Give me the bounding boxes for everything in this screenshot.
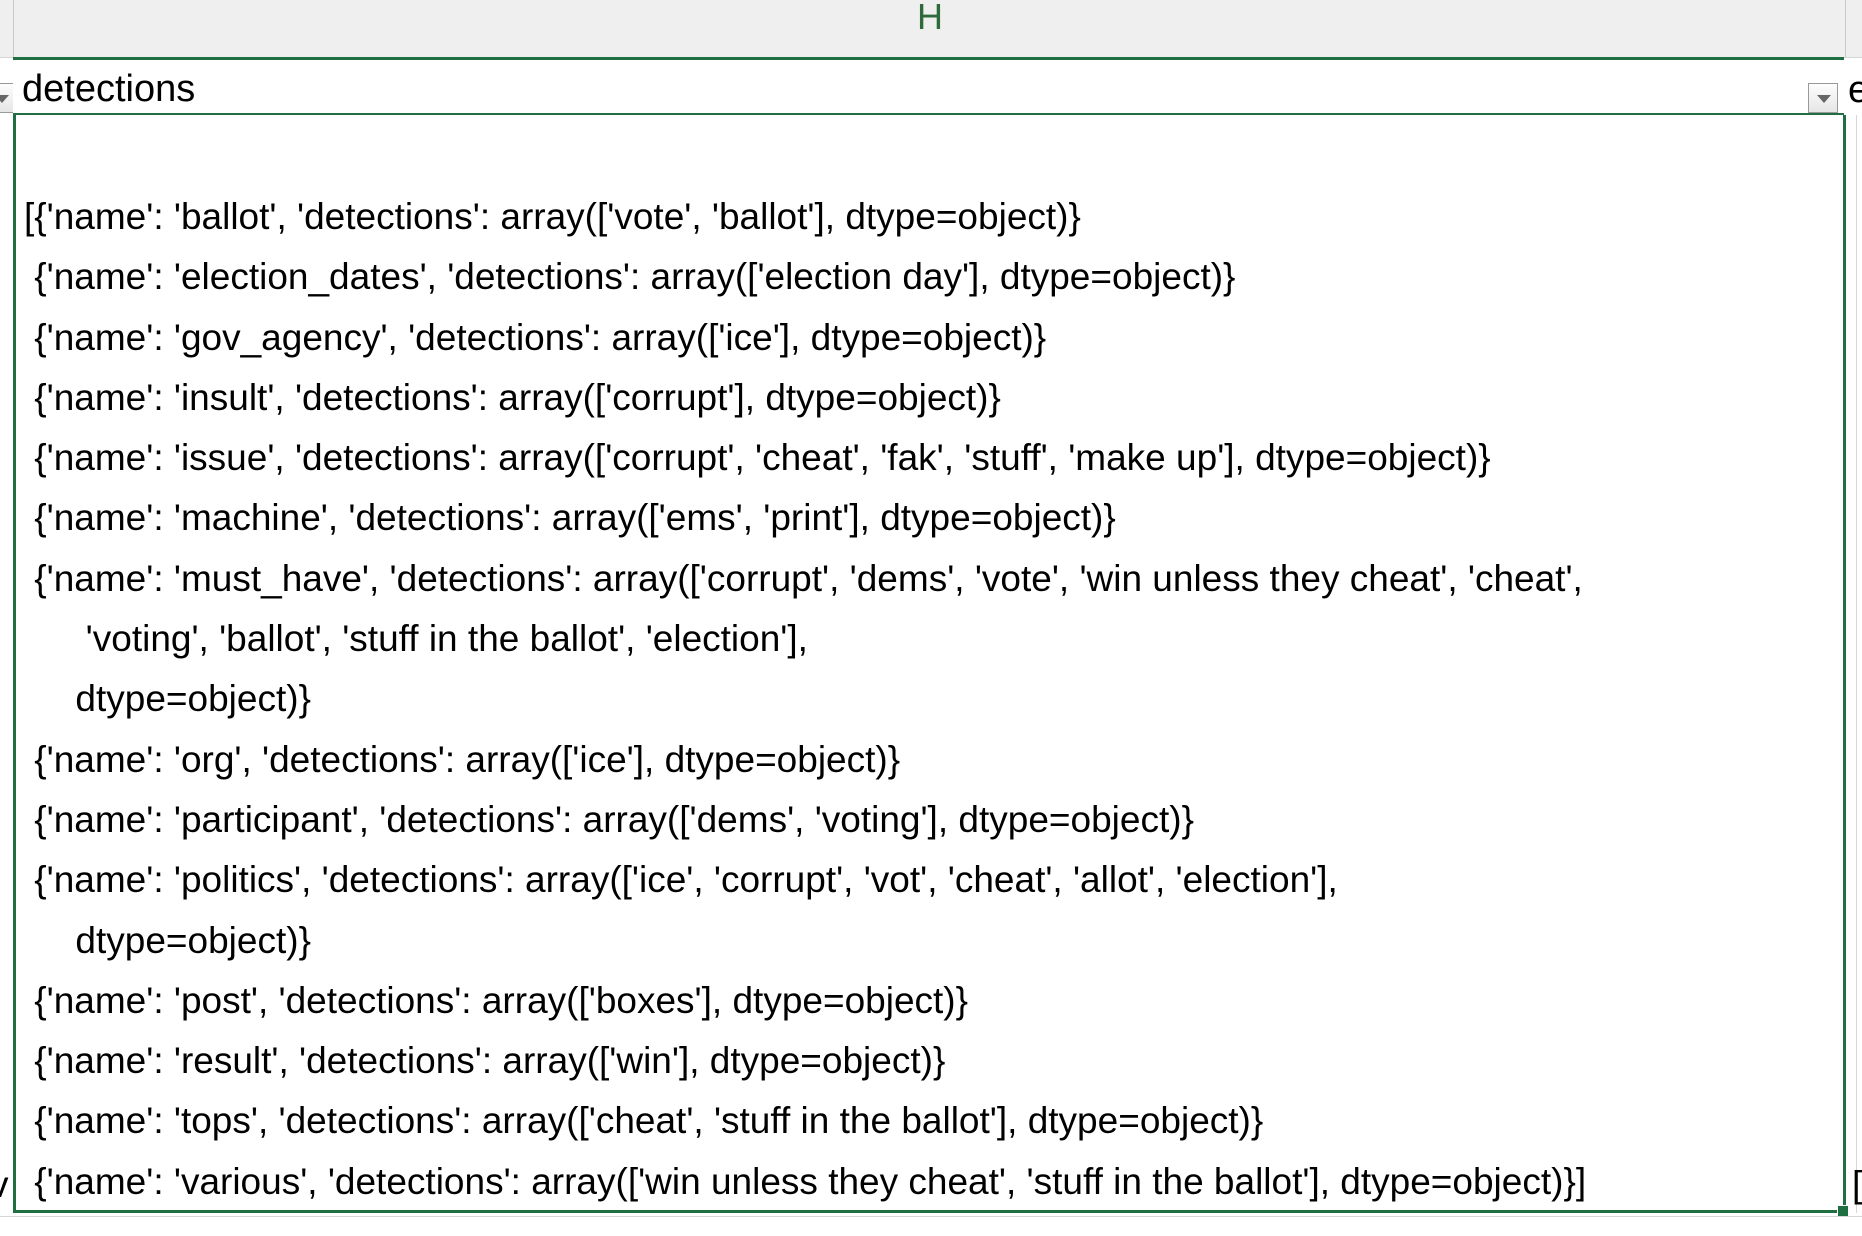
- header-cell-label: detections: [22, 68, 196, 110]
- chevron-down-icon: [1817, 95, 1831, 103]
- cell-line: {'name': 'insult', 'detections': array([…: [24, 376, 1001, 418]
- column-header-bar: H: [0, 0, 1862, 58]
- selected-cell[interactable]: [{'name': 'ballot', 'detections': array(…: [13, 115, 1846, 1213]
- chevron-down-icon: [0, 95, 9, 103]
- cell-line: {'name': 'post', 'detections': array(['b…: [24, 979, 968, 1021]
- cell-line: {'name': 'various', 'detections': array(…: [24, 1160, 1587, 1202]
- cell-line: {'name': 'election_dates', 'detections':…: [24, 256, 1236, 298]
- filter-dropdown-button[interactable]: [1808, 83, 1838, 113]
- cell-line: {'name': 'issue', 'detections': array(['…: [24, 437, 1491, 479]
- cell-line: {'name': 'must_have', 'detections': arra…: [24, 557, 1583, 599]
- cell-line: {'name': 'participant', 'detections': ar…: [24, 798, 1194, 840]
- cell-line: {'name': 'gov_agency', 'detections': arr…: [24, 316, 1047, 358]
- cell-line: {'name': 'politics', 'detections': array…: [24, 859, 1338, 901]
- next-header-cell-fragment[interactable]: e: [1848, 69, 1862, 111]
- cell-line: {'name': 'machine', 'detections': array(…: [24, 497, 1116, 539]
- cell-line: 'voting', 'ballot', 'stuff in the ballot…: [24, 618, 808, 660]
- cell-line: {'name': 'tops', 'detections': array(['c…: [24, 1100, 1264, 1142]
- column-header-h[interactable]: H: [917, 0, 943, 37]
- cell-line: dtype=object)}: [24, 678, 311, 720]
- cell-line: dtype=object)}: [24, 919, 311, 961]
- column-divider: [1845, 0, 1846, 57]
- cell-content: [{'name': 'ballot', 'detections': array(…: [24, 187, 1586, 1212]
- header-cell-detections[interactable]: detections: [13, 57, 1844, 115]
- previous-cell-fragment[interactable]: v: [0, 1155, 9, 1215]
- cell-line: {'name': 'org', 'detections': array(['ic…: [24, 738, 901, 780]
- next-cell-fragment[interactable]: [: [1852, 1164, 1862, 1205]
- cell-line: {'name': 'result', 'detections': array([…: [24, 1040, 946, 1082]
- column-divider: [1856, 115, 1857, 1213]
- row-divider: [0, 1216, 1862, 1217]
- column-divider: [13, 0, 14, 57]
- cell-line: [{'name': 'ballot', 'detections': array(…: [24, 196, 1081, 237]
